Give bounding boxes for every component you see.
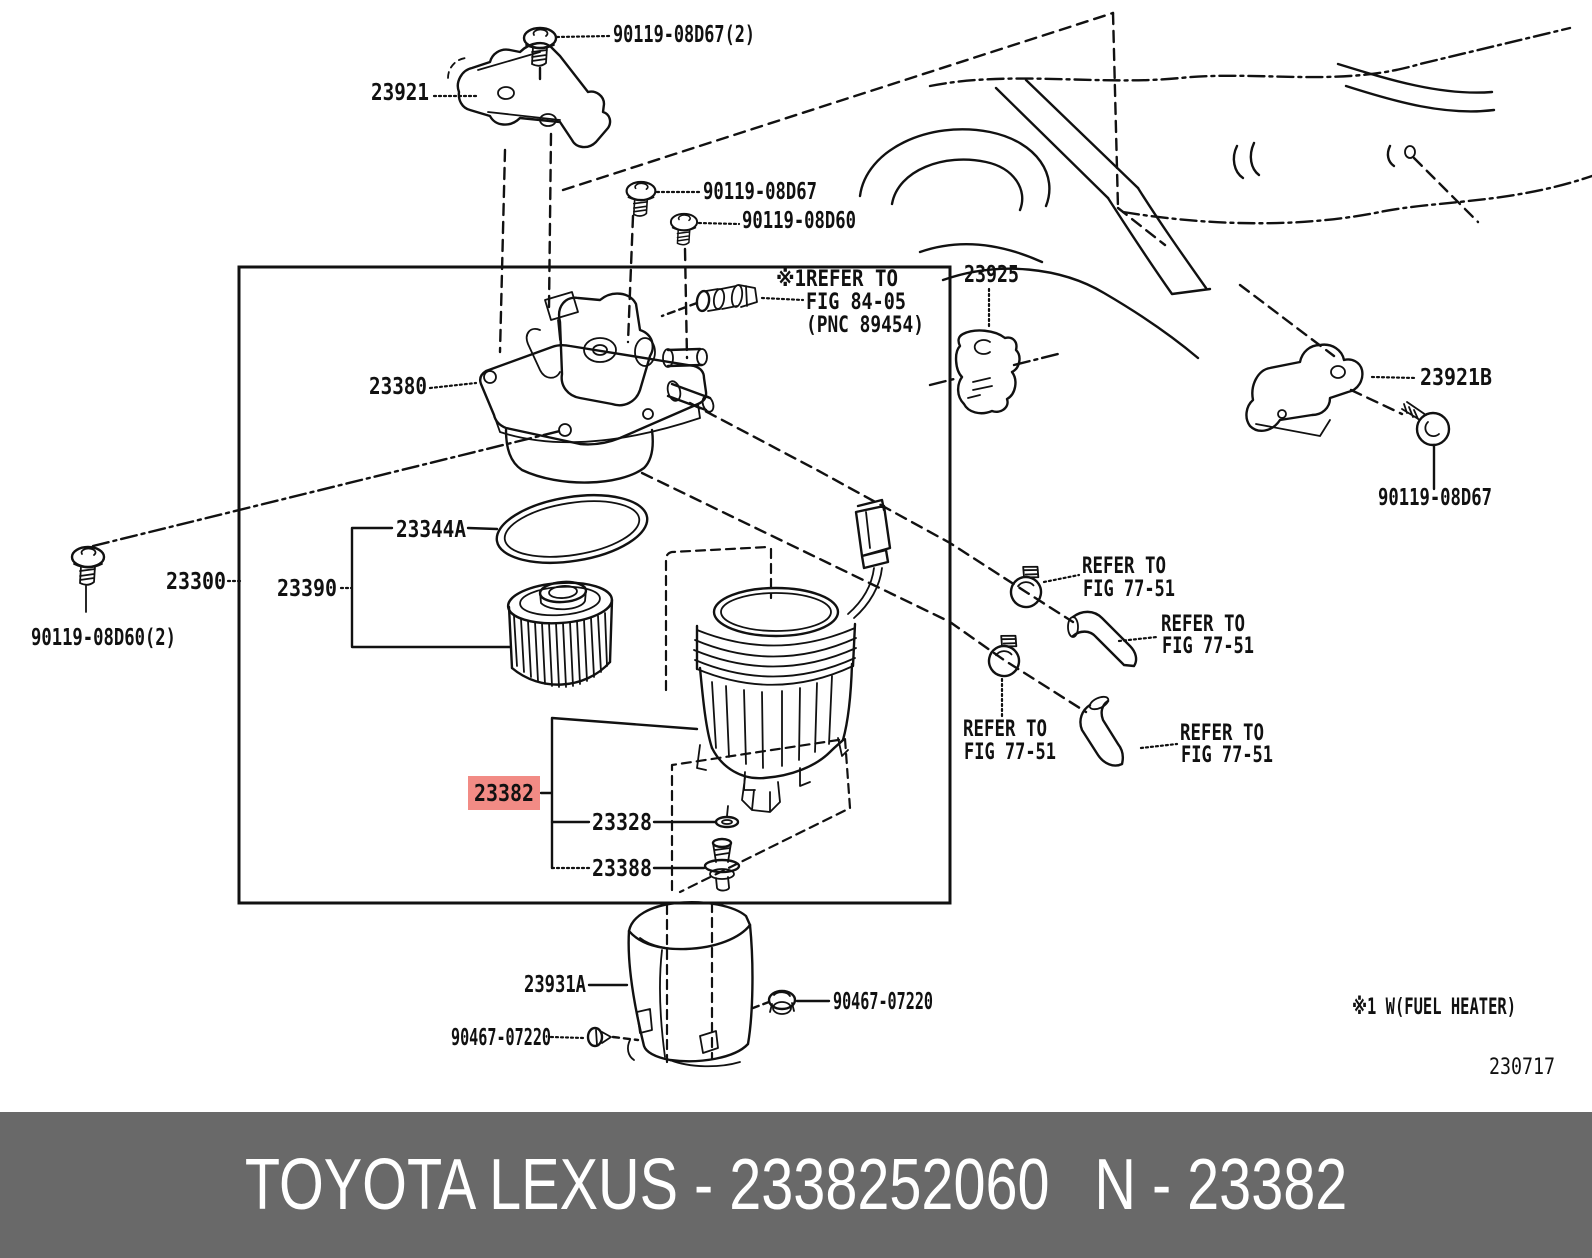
ref7751-c-line2: FIG 77-51 (964, 740, 1056, 765)
heater-cap-drawing (664, 498, 892, 894)
bracket-23921b-drawing (1245, 343, 1451, 491)
label-23390: 23390 (277, 576, 337, 602)
ref7751-b-line1: REFER TO (1161, 612, 1245, 637)
footer-banner-text: TOYOTA LEXUS - 2338252060 N - 23382 (245, 1144, 1348, 1226)
oring-drawing (495, 494, 649, 564)
label-90119-08d60-2: 90119-08D60(2) (31, 625, 176, 651)
filter-head-drawing (478, 291, 715, 484)
cover-drawing (586, 901, 797, 1068)
label-23925: 23925 (964, 262, 1019, 288)
clamps-hoses-drawing (985, 561, 1138, 767)
fuel-sensor-drawing (660, 284, 758, 318)
banner-part-number: N - 23382 (1094, 1145, 1348, 1225)
vehicle-frame-sketch (561, 11, 1592, 360)
footer-banner: TOYOTA LEXUS - 2338252060 N - 23382 (0, 1112, 1592, 1258)
cap-group-bracket (539, 716, 741, 892)
label-23344a: 23344A (396, 517, 466, 543)
label-23931a: 23931A (524, 972, 586, 998)
label-90467-07220-left: 90467-07220 (451, 1025, 551, 1051)
projection-lines (91, 132, 1088, 714)
label-23921b: 23921B (1420, 365, 1492, 391)
bracket-23921-drawing (447, 26, 612, 149)
note-fig84-line3: (PNC 89454) (806, 313, 924, 338)
label-90119-08d67-b: 90119-08D67 (1378, 485, 1492, 511)
label-90119-08d67-2: 90119-08D67(2) (613, 22, 755, 48)
screw-left-drawing (70, 545, 106, 613)
filter-element-drawing (506, 580, 614, 688)
part-labels: 90119-08D67(2) 23921 90119-08D67 90119-0… (31, 22, 1555, 1080)
label-23388: 23388 (592, 856, 652, 882)
label-23380: 23380 (369, 374, 427, 400)
banner-brand-text: TOYOTA LEXUS - 2338252060 (244, 1145, 1050, 1225)
note-fuel-heater: ※1 W(FUEL HEATER) (1352, 995, 1516, 1020)
label-90119-08d60: 90119-08D60 (742, 208, 856, 234)
note-fig84-line2: FIG 84-05 (806, 290, 906, 315)
highlight-box (468, 776, 540, 810)
bracket-23925-drawing (928, 329, 1060, 415)
ref7751-d-line1: REFER TO (1180, 721, 1264, 746)
main-assembly-box (237, 265, 952, 905)
leader-lines (226, 34, 1418, 1040)
note-fig84-line1: ※1REFER TO (776, 267, 898, 292)
label-23382-highlighted: 23382 (474, 781, 534, 807)
label-90467-07220-right: 90467-07220 (833, 989, 933, 1015)
label-23328: 23328 (592, 810, 652, 836)
label-90119-08d67-a: 90119-08D67 (703, 179, 817, 205)
ref7751-a-line2: FIG 77-51 (1083, 577, 1175, 602)
label-23300: 23300 (166, 569, 226, 595)
doc-code: 230717 (1489, 1055, 1555, 1080)
diagram-canvas: 90119-08D67(2) 23921 90119-08D67 90119-0… (31, 11, 1592, 1080)
ref7751-c-line1: REFER TO (963, 717, 1047, 742)
ref7751-a-line1: REFER TO (1082, 554, 1166, 579)
ref7751-b-line2: FIG 77-51 (1162, 634, 1254, 659)
label-23921: 23921 (371, 80, 429, 106)
ref7751-d-line2: FIG 77-51 (1181, 743, 1273, 768)
